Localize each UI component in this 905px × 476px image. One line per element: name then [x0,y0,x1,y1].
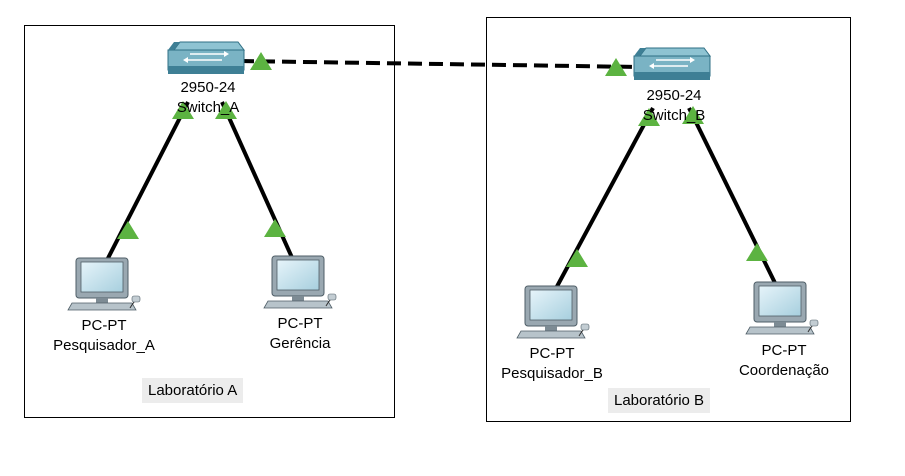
link-status-up-icon [250,52,272,70]
pc-pesquisador-a-type-label: PC-PT [81,317,127,334]
pc-coordenacao-name-label: Coordenação [738,362,830,379]
switch-a-icon[interactable] [167,41,245,74]
switch-b-name-label: Switch_B [642,107,706,124]
link-status-up-icon [117,221,139,239]
link-switch-a-switch-b[interactable] [239,59,641,69]
area-lab-a-label: Laboratório A [142,378,244,403]
pc-coordenacao-icon[interactable] [745,281,819,335]
switch-a-model-label: 2950-24 [180,79,236,96]
link-switch-a-pesquisador-a[interactable] [102,101,190,267]
link-status-up-icon [638,108,660,126]
pc-pesquisador-a-icon[interactable] [67,257,141,311]
link-status-up-icon [605,58,627,76]
link-status-up-icon [746,243,768,261]
pc-pesquisador-a-name-label: Pesquisador_A [53,337,155,354]
link-status-up-icon [566,249,588,267]
pc-gerencia-name-label: Gerência [269,335,331,352]
switch-b-model-label: 2950-24 [646,87,702,104]
pc-pesquisador-b-name-label: Pesquisador_B [501,365,603,382]
area-lab-b-label: Laboratório B [608,388,711,413]
pc-coordenacao-type-label: PC-PT [761,342,807,359]
area-lab-a-box [24,25,395,418]
link-switch-a-gerencia[interactable] [220,101,296,263]
area-lab-b-box [486,17,851,422]
pc-gerencia-icon[interactable] [263,255,337,309]
link-status-up-icon [172,101,194,119]
pc-gerencia-type-label: PC-PT [277,315,323,332]
link-status-up-icon [682,106,704,124]
pc-pesquisador-b-type-label: PC-PT [529,345,575,362]
link-status-up-icon [215,101,237,119]
switch-b-icon[interactable] [633,47,711,80]
pc-pesquisador-b-icon[interactable] [516,285,590,339]
link-status-up-icon [264,219,286,237]
switch-a-name-label: Switch_A [176,99,240,116]
